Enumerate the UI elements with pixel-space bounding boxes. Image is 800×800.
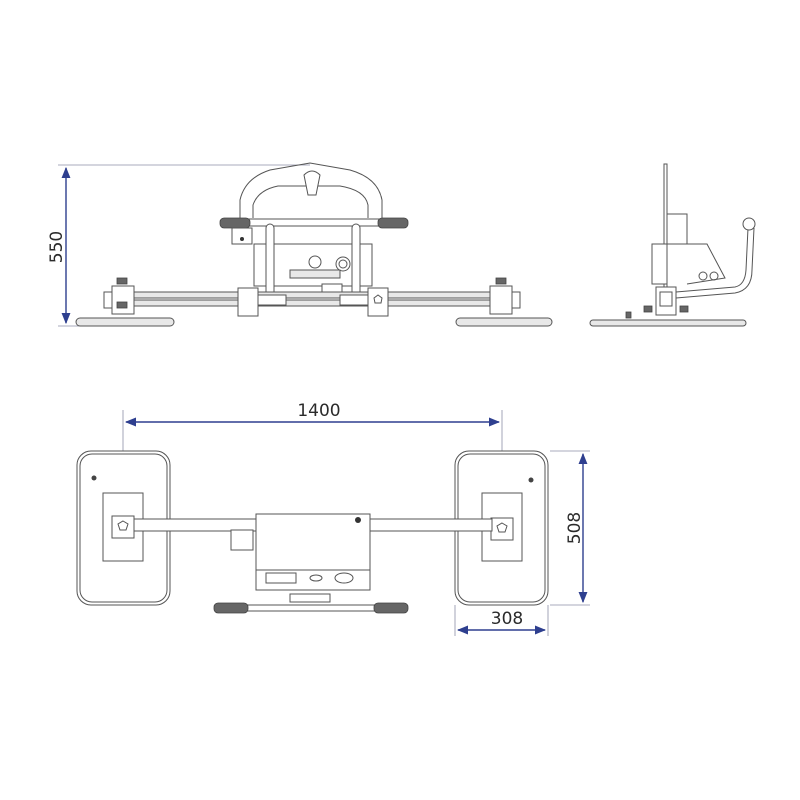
top-left-handle-grip xyxy=(213,602,249,614)
top-view: 1400 508 xyxy=(76,401,590,636)
pad-height-dimension-label: 508 xyxy=(565,512,585,544)
right-pad-center-block xyxy=(490,517,514,541)
right-handle-grip xyxy=(377,217,409,229)
right-pad-mount xyxy=(489,285,513,315)
left-handle-grip xyxy=(219,217,251,229)
left-pad-center-block xyxy=(111,515,135,539)
top-right-handle-grip xyxy=(373,602,409,614)
side-view xyxy=(589,163,756,327)
pad-width-dimension-label: 308 xyxy=(491,609,523,629)
left-suction-pad xyxy=(75,317,175,327)
side-lever-knob xyxy=(742,217,756,231)
side-suction-pad xyxy=(589,319,747,327)
left-pad-mount xyxy=(111,285,135,315)
vacuum-gauge xyxy=(308,255,322,269)
front-view: 550 xyxy=(47,162,553,327)
top-central-unit xyxy=(255,513,371,571)
length-dimension-label: 1400 xyxy=(297,401,340,421)
right-suction-pad xyxy=(455,317,553,327)
lifting-eye xyxy=(303,170,321,196)
lifting-bow xyxy=(239,162,383,218)
height-dimension-label: 550 xyxy=(47,231,67,263)
main-beam xyxy=(109,291,511,299)
